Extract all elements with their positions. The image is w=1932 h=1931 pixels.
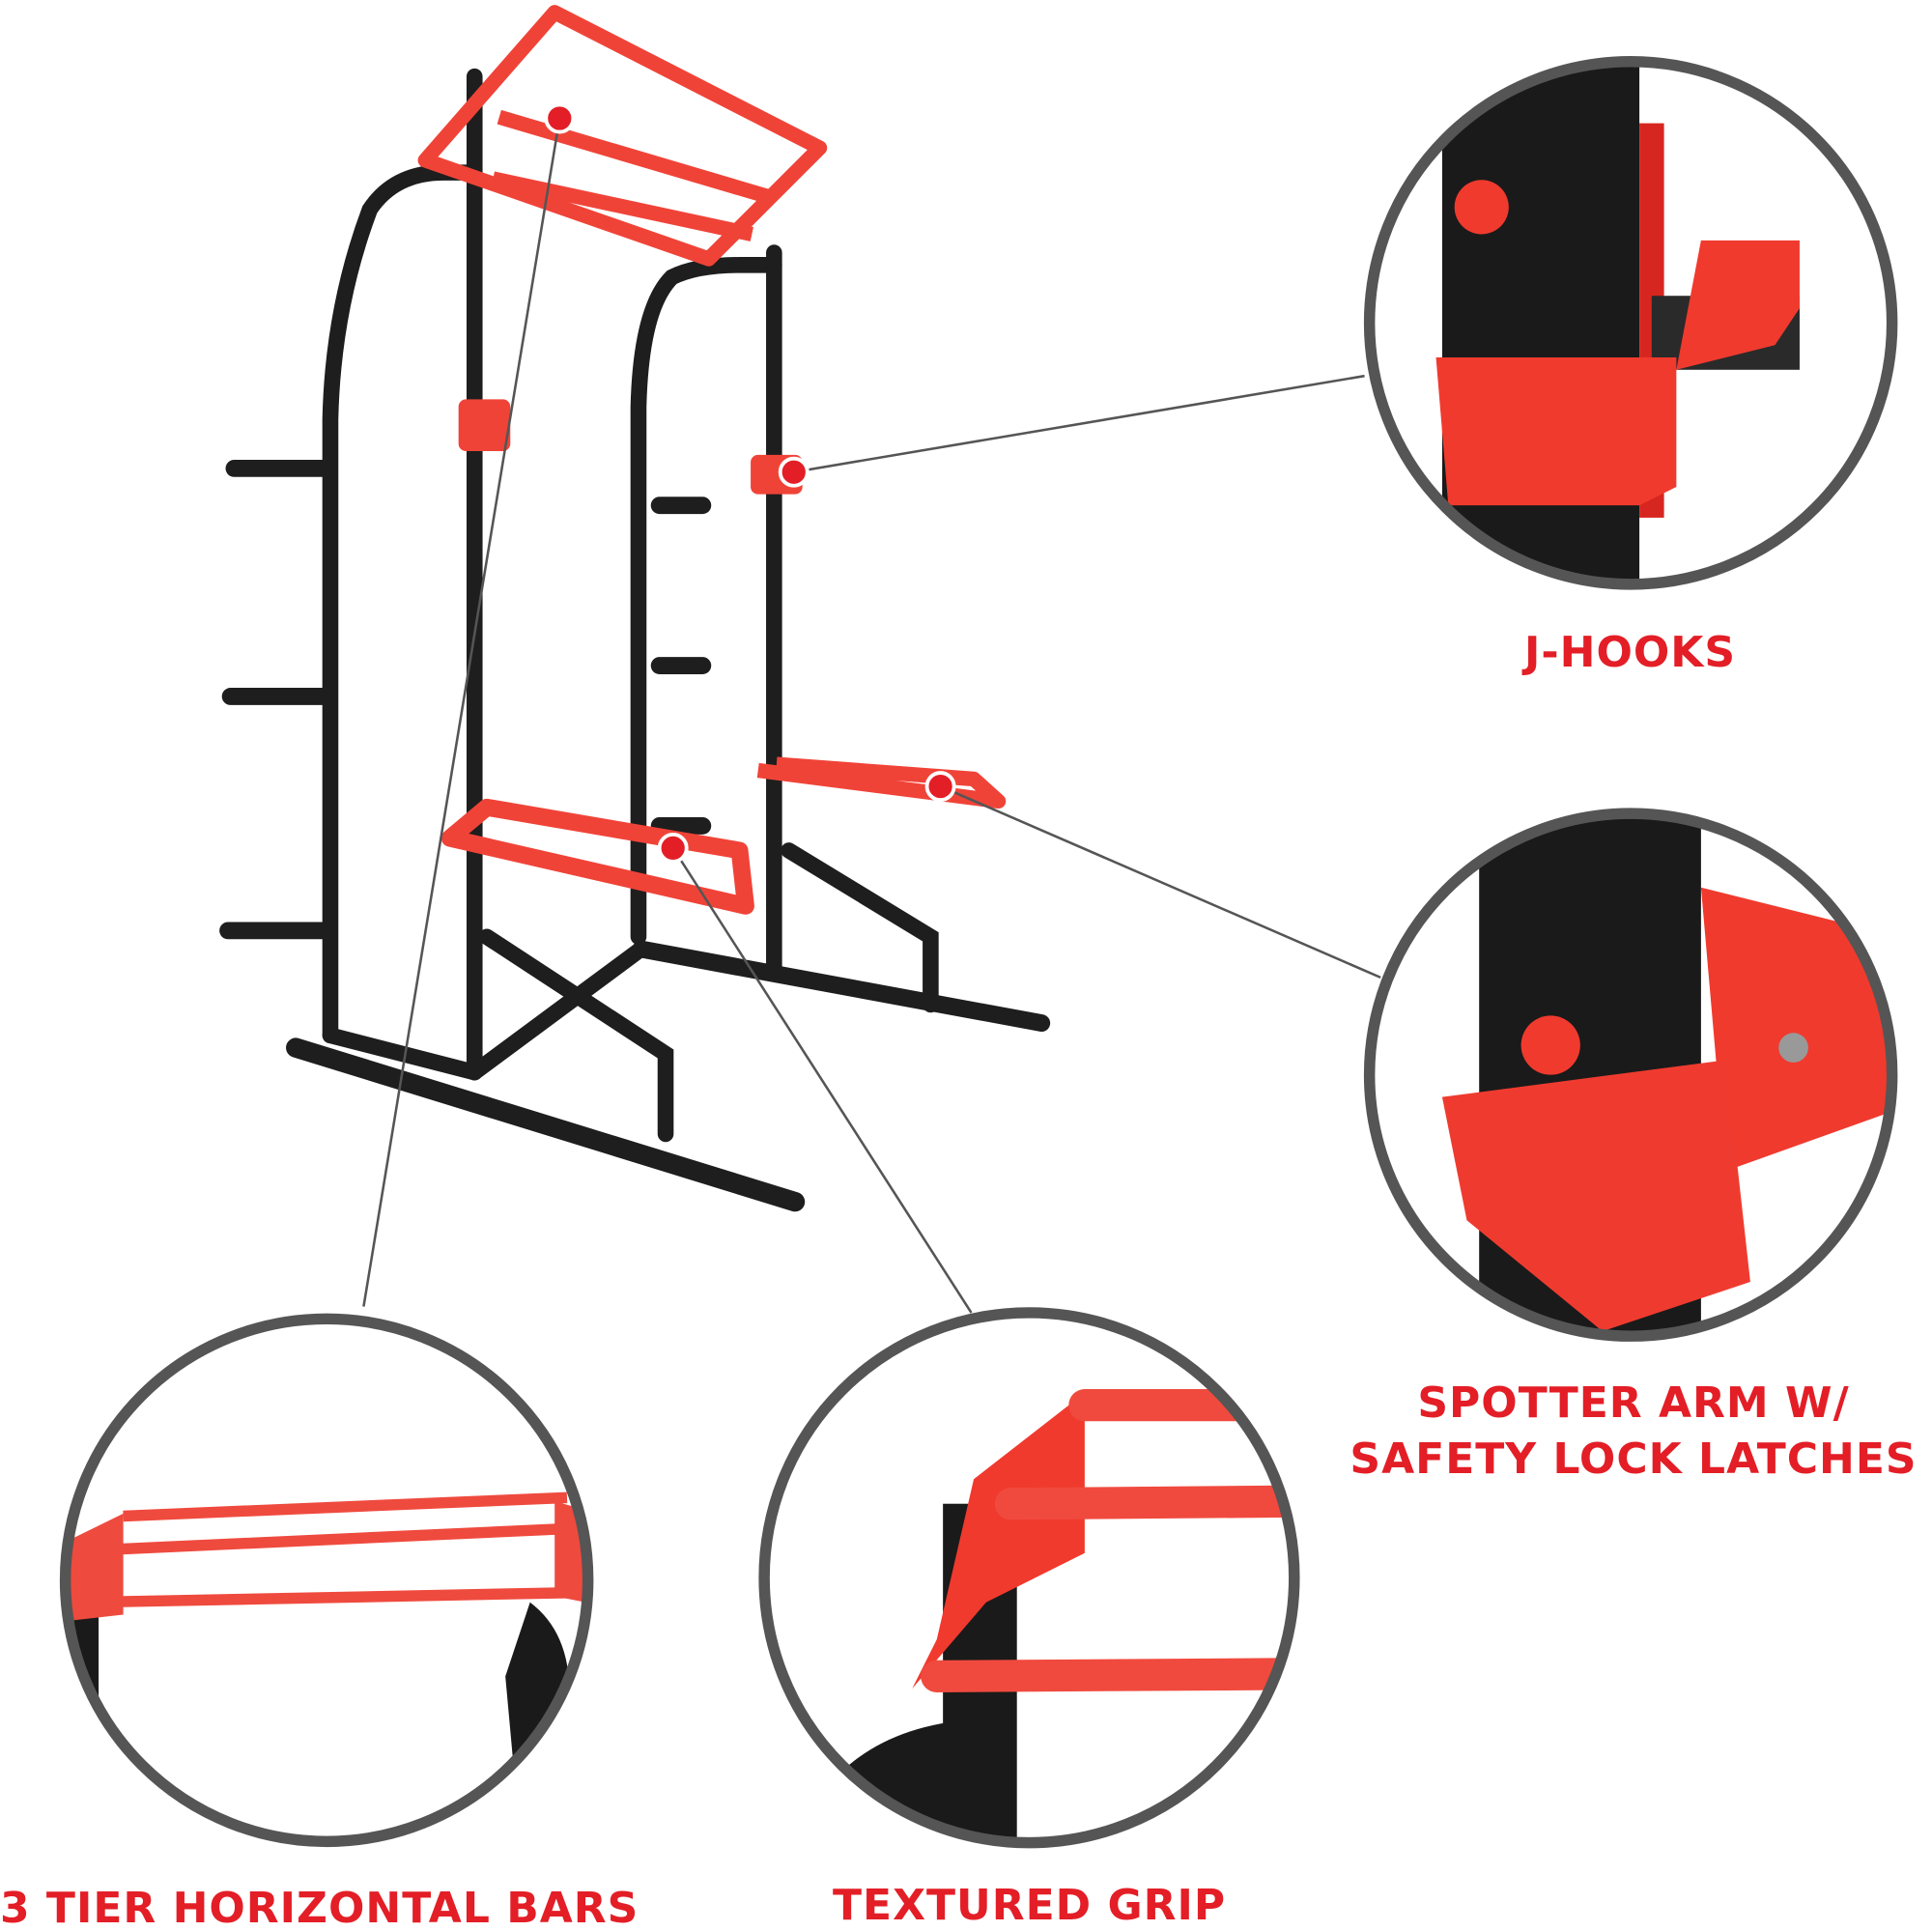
power-rack (219, 68, 1051, 1212)
spotter-label-line1: SPOTTER ARM W/ (1417, 1378, 1850, 1428)
hotspot-j-hooks[interactable] (778, 456, 810, 488)
j-hooks-label: J-HOOKS (1524, 628, 1737, 677)
j-hooks-detail (1435, 61, 1800, 584)
spotter-arm-label: SPOTTER ARM W/ SAFETY LOCK LATCHES (1338, 1376, 1929, 1488)
hotspot-grip[interactable] (657, 832, 689, 864)
spotter-detail (1441, 813, 1892, 1337)
red-frame (417, 5, 1007, 915)
hotspot-spotter[interactable] (924, 771, 956, 803)
textured-grip-label: TEXTURED GRIP (833, 1881, 1227, 1930)
spotter-label-line2: SAFETY LOCK LATCHES (1350, 1434, 1918, 1484)
hotspot-bars[interactable] (544, 102, 576, 134)
textured-grip-detail (838, 1389, 1294, 1843)
leader-lines (362, 118, 1381, 1314)
horizontal-bars-label: 3 TIER HORIZONTAL BARS (0, 1884, 639, 1931)
